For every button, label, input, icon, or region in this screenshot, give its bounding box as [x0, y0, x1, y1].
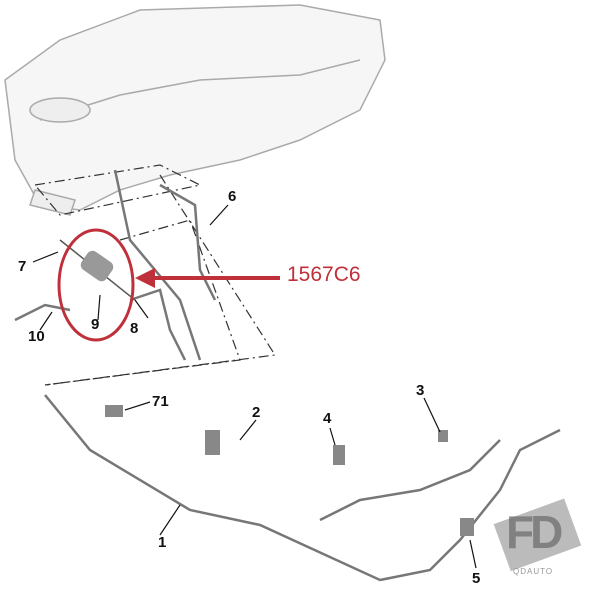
dashed-outline: [33, 164, 277, 386]
part-label-5: 5: [472, 570, 481, 587]
part-label-4: 4: [323, 410, 332, 427]
part-label-9: 9: [91, 316, 100, 333]
fuel-filter: [59, 239, 136, 301]
part-reference-number: 1567C6: [287, 263, 361, 286]
part-label-3: 3: [416, 382, 425, 399]
watermark-text: QDAUTO: [513, 567, 554, 576]
part-label-1: 1: [158, 534, 167, 551]
fuel-tank: [4, 4, 386, 216]
clips: [105, 405, 582, 572]
watermark-logo: FD: [506, 506, 563, 558]
part-label-2: 2: [252, 404, 261, 421]
leader-lines: [32, 204, 477, 569]
highlight-circle: [57, 228, 135, 342]
highlight-arrow: [135, 268, 280, 288]
part-label-6: 6: [228, 188, 237, 205]
part-label-8: 8: [130, 320, 139, 337]
part-label-7: 7: [18, 258, 27, 275]
part-label-10: 10: [28, 328, 45, 345]
part-label-71: 71: [152, 393, 169, 410]
